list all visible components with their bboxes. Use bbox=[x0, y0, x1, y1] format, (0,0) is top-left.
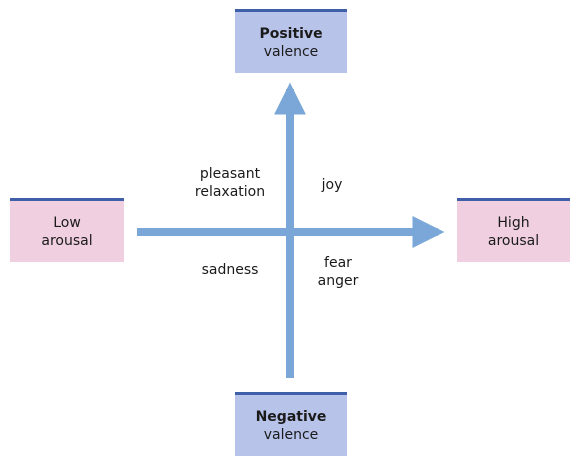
pleasant-label: pleasant bbox=[199, 166, 261, 182]
high-arousal-box: High arousal bbox=[457, 198, 570, 262]
negative-valence-line2: valence bbox=[263, 426, 319, 443]
fear-label: fear bbox=[324, 255, 352, 271]
low-arousal-box: Low arousal bbox=[10, 198, 124, 262]
anger-label: anger bbox=[317, 273, 359, 289]
negative-valence-box: Negative valence bbox=[235, 392, 347, 456]
positive-valence-box: Positive valence bbox=[235, 9, 347, 73]
joy-label: joy bbox=[321, 177, 343, 193]
sadness-label: sadness bbox=[201, 262, 259, 278]
low-arousal-line1: Low bbox=[53, 214, 81, 231]
pleasant-relaxation-label: pleasant relaxation bbox=[180, 165, 280, 201]
low-arousal-line2: arousal bbox=[41, 232, 93, 249]
high-arousal-line1: High bbox=[497, 214, 530, 231]
relaxation-label: relaxation bbox=[194, 184, 266, 200]
high-arousal-line2: arousal bbox=[487, 232, 540, 249]
positive-valence-line1: Positive bbox=[259, 25, 323, 42]
fear-anger-label: fear anger bbox=[306, 254, 370, 290]
positive-valence-line2: valence bbox=[263, 43, 319, 60]
negative-valence-line1: Negative bbox=[255, 408, 327, 425]
